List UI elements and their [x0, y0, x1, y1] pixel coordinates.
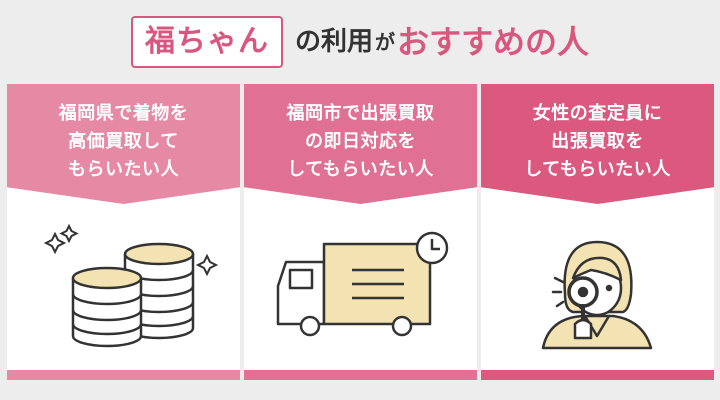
- headline-recommended: おすすめの人: [397, 23, 590, 61]
- card-bottom-bar: [481, 370, 714, 380]
- card-banner-text: 女性の査定員に 出張買取を してもらいたい人: [524, 103, 671, 180]
- card-banner: 福岡市で出張買取 の即日対応を してもらいたい人: [244, 84, 477, 204]
- card-banner-text: 福岡市で出張買取 の即日対応を してもらいたい人: [286, 103, 435, 180]
- card-banner: 女性の査定員に 出張買取を してもらいたい人: [481, 84, 714, 204]
- recommendation-card-kimono: 福岡県で着物を 高価買取して もらいたい人: [7, 84, 240, 380]
- recommendation-card-same-day: 福岡市で出張買取 の即日対応を してもらいたい人: [244, 84, 477, 380]
- headline-part-usage: の利用: [294, 27, 373, 57]
- headline-particle: が: [375, 30, 395, 54]
- woman-magnifier-icon: [541, 240, 653, 350]
- recommendation-card-female-appraiser: 女性の査定員に 出張買取を してもらいたい人: [481, 84, 714, 380]
- headline: 福ちゃん の利用 が おすすめの人: [0, 14, 720, 70]
- card-banner: 福岡県で着物を 高価買取して もらいたい人: [7, 84, 240, 204]
- card-banner-text: 福岡県で着物を 高価買取して もらいたい人: [58, 103, 189, 180]
- card-bottom-bar: [244, 370, 477, 380]
- card-bottom-bar: [7, 370, 240, 380]
- coins-icon: [43, 223, 219, 348]
- truck-clock-icon: [276, 231, 449, 337]
- brand-name-box: 福ちゃん: [130, 16, 283, 68]
